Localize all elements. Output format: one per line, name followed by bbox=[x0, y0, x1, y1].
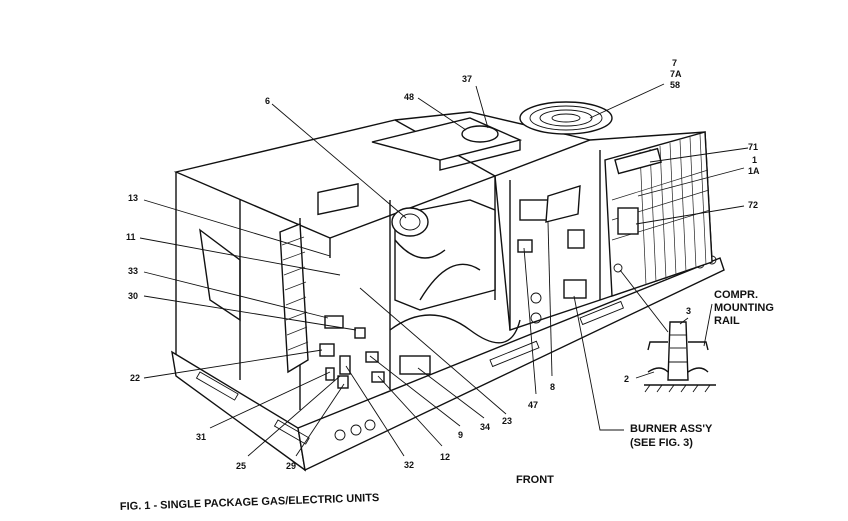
callout-47: 47 bbox=[528, 400, 538, 410]
callout-9: 9 bbox=[458, 430, 463, 440]
callout-33: 33 bbox=[128, 266, 138, 276]
fan-motor-bracket bbox=[371, 117, 523, 171]
condenser-coil bbox=[604, 131, 713, 297]
callout-6: 6 bbox=[265, 96, 270, 106]
note-front: FRONT bbox=[516, 474, 554, 486]
evaporator-coil bbox=[199, 222, 309, 374]
notes: COMPR. MOUNTING RAIL BURNER ASS'Y (SEE F… bbox=[516, 289, 774, 486]
callout-37: 37 bbox=[462, 74, 472, 84]
condenser-fan bbox=[519, 101, 613, 135]
compressor-mount-detail bbox=[644, 321, 716, 393]
callout-1: 1 bbox=[752, 155, 757, 165]
callout-32: 32 bbox=[404, 460, 414, 470]
callout-8: 8 bbox=[550, 382, 555, 392]
blower-wheel bbox=[391, 207, 446, 259]
callout-48: 48 bbox=[404, 92, 414, 102]
note-compressor-rail-line1: COMPR. bbox=[714, 289, 758, 301]
callout-25: 25 bbox=[236, 461, 246, 471]
callout-30: 30 bbox=[128, 291, 138, 301]
callout-31: 31 bbox=[196, 432, 206, 442]
note-compressor-rail-line2: MOUNTING bbox=[714, 302, 774, 314]
callouts: 7 7A 58 37 48 6 71 1 1A 72 13 11 33 30 2… bbox=[126, 58, 760, 471]
callout-71: 71 bbox=[748, 142, 758, 152]
callout-29: 29 bbox=[286, 461, 296, 471]
callout-58: 58 bbox=[670, 80, 680, 90]
callout-7: 7 bbox=[672, 58, 677, 68]
leader-lines bbox=[139, 83, 749, 457]
components bbox=[317, 183, 639, 389]
callout-13: 13 bbox=[128, 193, 138, 203]
figure-caption: FIG. 1 - SINGLE PACKAGE GAS/ELECTRIC UNI… bbox=[120, 492, 380, 513]
note-burner-line1: BURNER ASS'Y bbox=[630, 423, 713, 435]
callout-11: 11 bbox=[126, 232, 136, 242]
callout-2: 2 bbox=[624, 374, 629, 384]
callout-23: 23 bbox=[502, 416, 512, 426]
note-compressor-rail-line3: RAIL bbox=[714, 315, 740, 327]
note-burner-line2: (SEE FIG. 3) bbox=[630, 437, 693, 449]
callout-72: 72 bbox=[748, 200, 758, 210]
callout-7a: 7A bbox=[670, 69, 682, 79]
callout-34: 34 bbox=[480, 422, 490, 432]
callout-3: 3 bbox=[686, 306, 691, 316]
callout-12: 12 bbox=[440, 452, 450, 462]
callout-1a: 1A bbox=[748, 166, 760, 176]
callout-22: 22 bbox=[130, 373, 140, 383]
